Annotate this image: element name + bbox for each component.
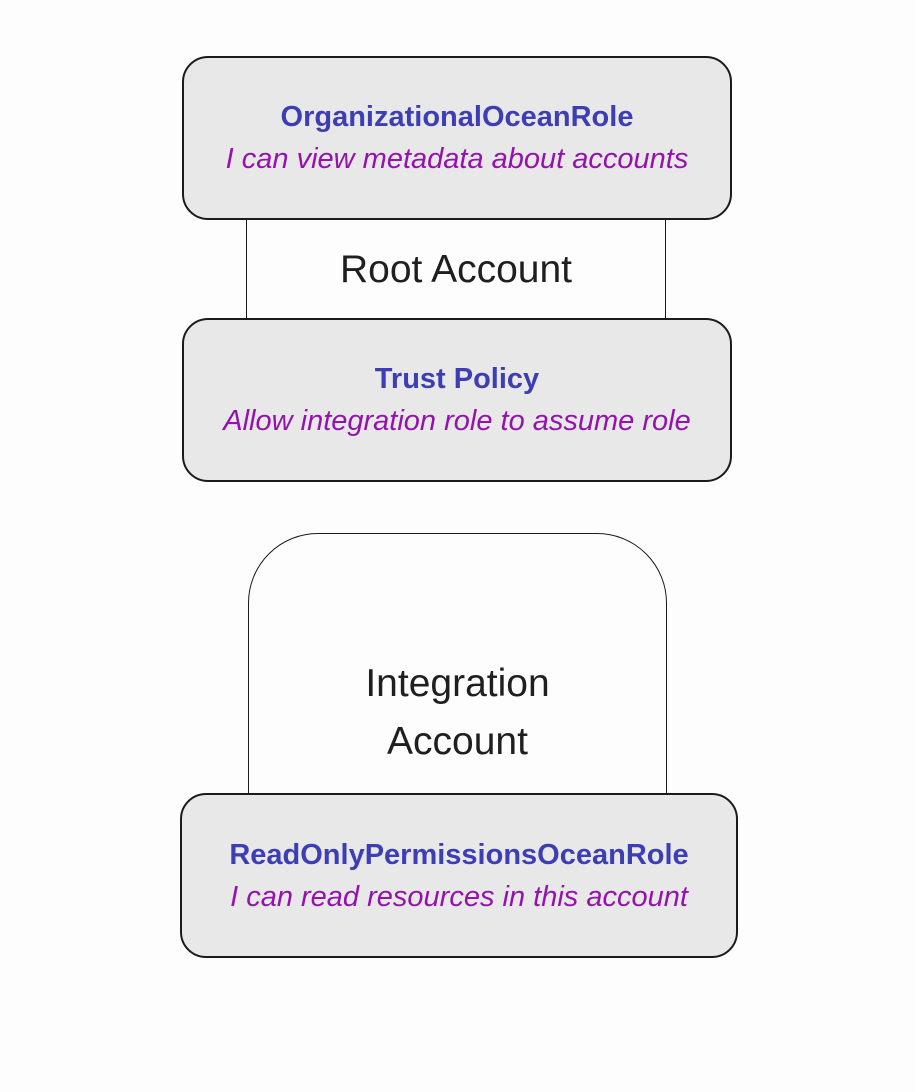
integration-account-label: Integration Account <box>365 662 550 763</box>
organizational-ocean-role-description: I can view metadata about accounts <box>225 143 689 175</box>
organizational-ocean-role-title: OrganizationalOceanRole <box>280 101 634 133</box>
root-account-label: Root Account <box>340 248 572 291</box>
readonly-permissions-ocean-role-description: I can read resources in this account <box>230 880 688 913</box>
node-organizational-ocean-role: OrganizationalOceanRole I can view metad… <box>182 56 732 220</box>
trust-policy-title: Trust Policy <box>374 363 540 395</box>
readonly-permissions-ocean-role-title: ReadOnlyPermissionsOceanRole <box>229 838 689 871</box>
node-trust-policy: Trust Policy Allow integration role to a… <box>182 318 732 482</box>
trust-policy-description: Allow integration role to assume role <box>223 405 691 437</box>
node-readonly-permissions-ocean-role: ReadOnlyPermissionsOceanRole I can read … <box>180 793 738 958</box>
